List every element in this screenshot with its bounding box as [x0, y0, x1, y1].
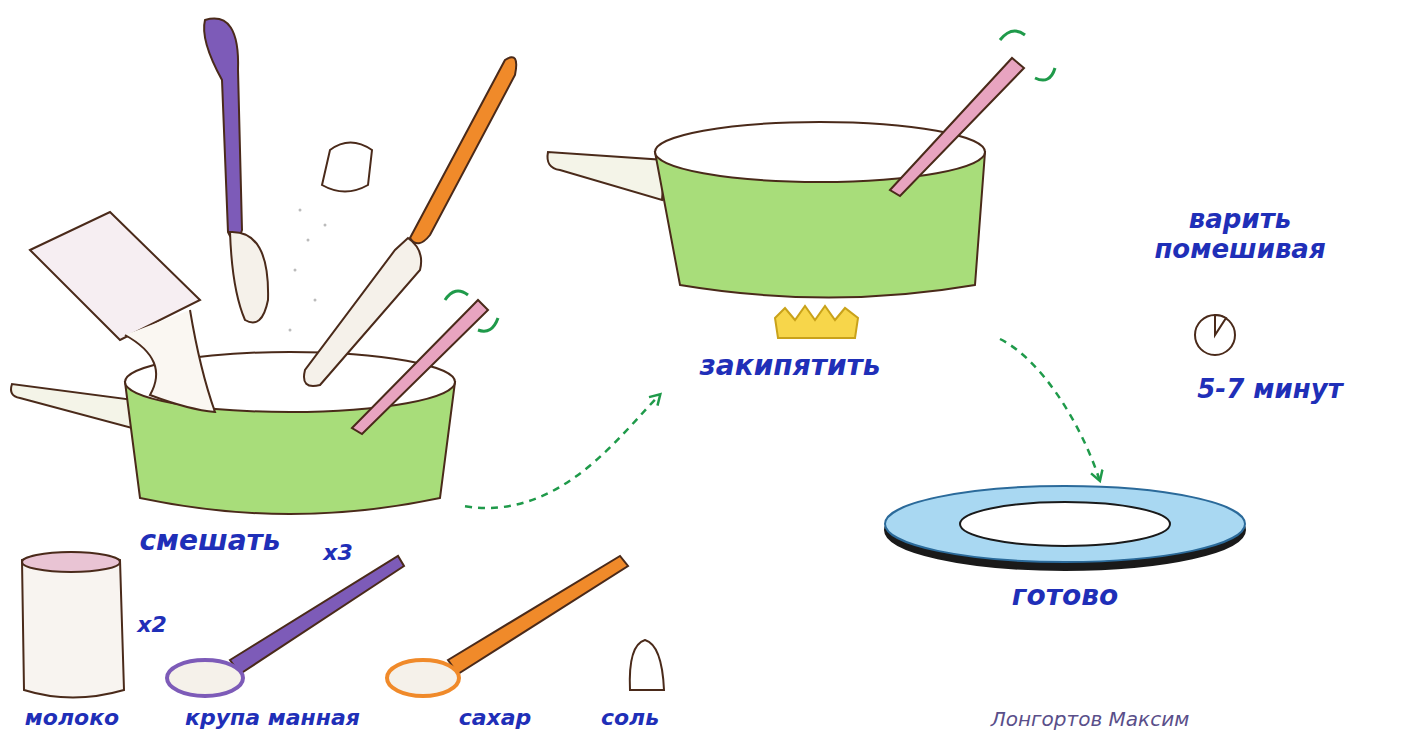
milk-stream: [125, 310, 215, 412]
spoon-bowl: [387, 660, 459, 696]
note-label: варить помешивая: [1125, 205, 1355, 265]
note-label: сахар: [440, 705, 550, 730]
pan-handle: [11, 384, 134, 428]
pan-handle: [548, 152, 666, 200]
milk-glass-rim: [22, 552, 120, 572]
spoon-bowl: [167, 660, 243, 696]
note-label: x2: [132, 612, 172, 637]
pink-spoon: [352, 300, 488, 434]
boiling-pan: [548, 58, 1025, 338]
mixing-pan: [11, 19, 516, 514]
stir-arrows: [445, 31, 1055, 331]
burner-flame: [775, 306, 858, 338]
clock: [1195, 315, 1235, 355]
step-node: закипятить: [540, 45, 1000, 395]
flow-arrow: [1000, 339, 1100, 480]
step-label: готово: [985, 580, 1145, 612]
salt-grains: [289, 209, 327, 332]
purple-spoon: [204, 19, 242, 241]
note-label: крупа манная: [165, 705, 380, 730]
note-label: соль: [590, 705, 670, 730]
flow-arrow: [465, 395, 660, 508]
orange-spoon: [410, 57, 516, 243]
step-label: смешать: [110, 525, 310, 557]
milk-glass: [22, 553, 124, 698]
salt-lump: [322, 143, 372, 192]
step-node: готово: [885, 480, 1255, 630]
step-node: смешать: [10, 330, 465, 565]
salt-lump: [630, 640, 664, 690]
note-label: x3: [318, 540, 358, 565]
pink-spoon: [890, 58, 1024, 196]
note-label: 5-7 минут: [1160, 375, 1380, 405]
step-label: закипятить: [675, 350, 905, 382]
sugar-stream: [304, 238, 421, 386]
note-label: молоко: [12, 705, 132, 730]
semolina: [230, 232, 268, 323]
purple-spoon: [230, 556, 404, 674]
orange-spoon: [448, 556, 628, 674]
note-label: Лонгортов Максим: [960, 708, 1220, 731]
ingredients: [22, 552, 664, 698]
plate: [885, 486, 1245, 570]
